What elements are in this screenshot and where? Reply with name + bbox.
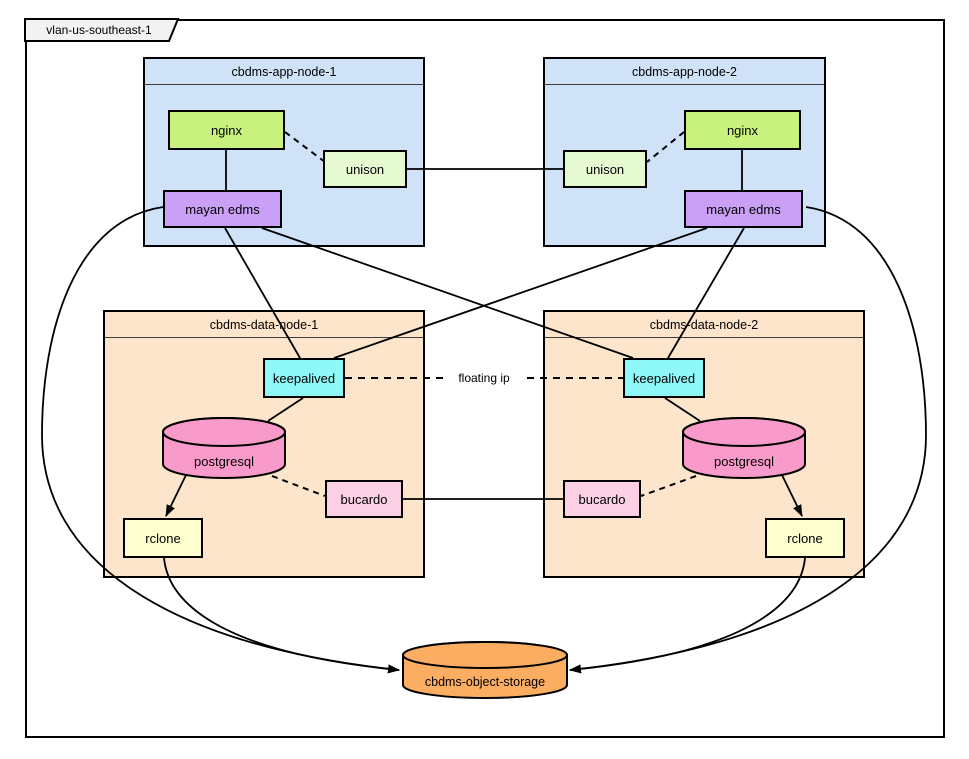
- unison-box-node2: unison: [563, 150, 647, 188]
- rclone-box-node1: rclone: [123, 518, 203, 558]
- floating-ip-label: floating ip: [447, 368, 521, 388]
- mayan-edms-box-node2: mayan edms: [684, 190, 803, 228]
- data-node-1-title: cbdms-data-node-1: [105, 312, 423, 338]
- bucardo-box-node1: bucardo: [325, 480, 403, 518]
- bucardo-box-node2: bucardo: [563, 480, 641, 518]
- keepalived-box-node2: keepalived: [623, 358, 705, 398]
- app-node-2-title: cbdms-app-node-2: [545, 59, 824, 85]
- mayan-edms-box-node1: mayan edms: [163, 190, 282, 228]
- rclone-box-node2: rclone: [765, 518, 845, 558]
- nginx-box-node1: nginx: [168, 110, 285, 150]
- data-node-2-title: cbdms-data-node-2: [545, 312, 863, 338]
- unison-box-node1: unison: [323, 150, 407, 188]
- keepalived-box-node1: keepalived: [263, 358, 345, 398]
- nginx-box-node2: nginx: [684, 110, 801, 150]
- app-node-1-title: cbdms-app-node-1: [145, 59, 423, 85]
